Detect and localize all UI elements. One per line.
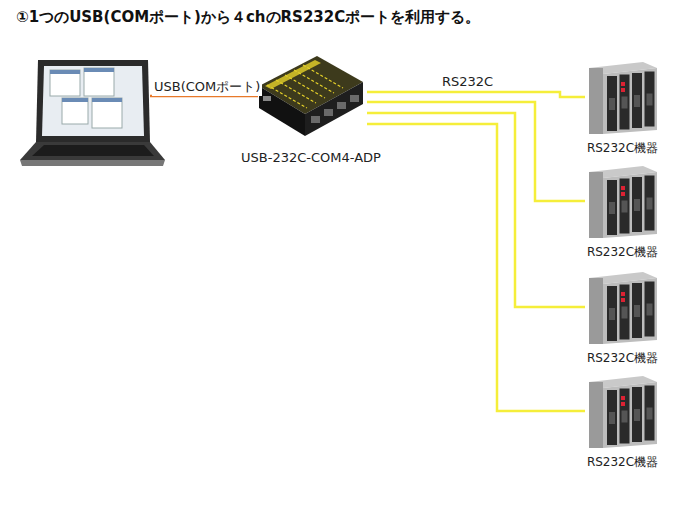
adapter-device: USB-232C-COM4-ADP	[255, 52, 367, 140]
link-label: USB(COMポート)	[152, 78, 262, 96]
rs232c-device: RS232C機器	[585, 162, 660, 240]
device-label: RS232C機器	[587, 350, 658, 367]
adapter-illustration	[255, 52, 367, 140]
device-label: RS232C機器	[587, 244, 658, 261]
rs232c-device: RS232C機器	[585, 268, 660, 346]
rs232c-cable	[367, 92, 585, 97]
device-name: USB-232C-COM4-ADP	[241, 150, 381, 165]
rs232c-device-illustration	[585, 372, 660, 450]
rs232c-device-illustration	[585, 162, 660, 240]
device-label: RS232C機器	[587, 140, 658, 157]
rs232c-cable	[367, 124, 585, 411]
rs232c-device-illustration	[585, 58, 660, 136]
rs232c-device: RS232C機器	[585, 372, 660, 450]
rs232c-device: RS232C機器	[585, 58, 660, 136]
rs232c-cable	[367, 113, 585, 307]
cable-label: RS232C	[440, 74, 495, 89]
device-label: RS232C機器	[587, 454, 658, 471]
rs232c-device-illustration	[585, 268, 660, 346]
title: ①1つのUSB(COMポート)から４chのRS232Cポートを利用する。	[16, 8, 480, 27]
rs232c-cable	[367, 102, 585, 201]
laptop-illustration	[20, 60, 165, 166]
